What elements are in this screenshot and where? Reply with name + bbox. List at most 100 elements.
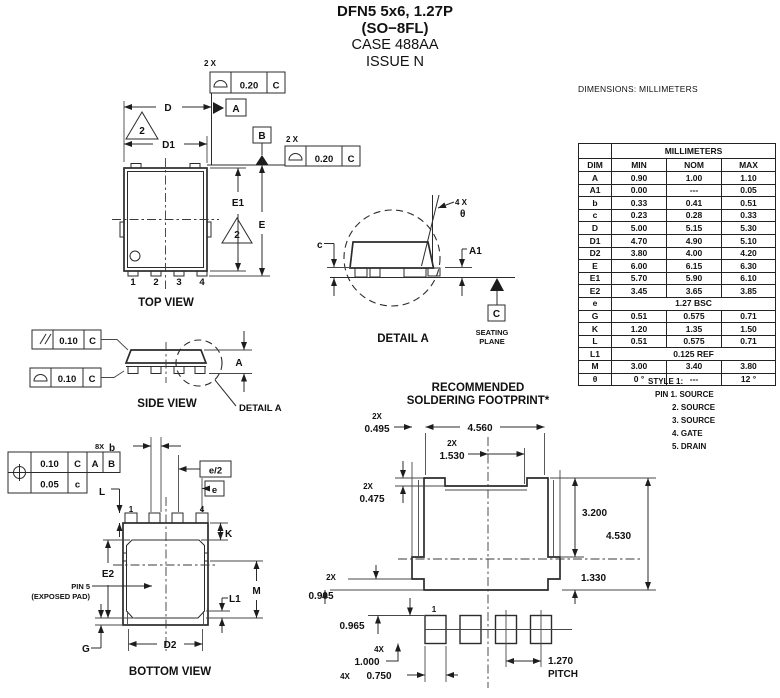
lead bbox=[403, 267, 427, 278]
soldering-footprint: RECOMMENDED SOLDERING FOOTPRINT* 4.560 2… bbox=[308, 382, 656, 688]
nom-cell: 1.35 bbox=[666, 322, 722, 336]
seating-plane-label: PLANE bbox=[479, 337, 504, 346]
max-cell: 1.10 bbox=[720, 171, 777, 185]
max-cell: 12 ° bbox=[720, 372, 777, 387]
max-cell: 0.33 bbox=[720, 208, 777, 223]
style-pin3: 3. SOURCE bbox=[672, 416, 716, 425]
footprint-pad-outline bbox=[411, 477, 561, 591]
fcf-tolerance: 0.20 bbox=[315, 154, 334, 165]
max-cell: 5.30 bbox=[720, 221, 777, 235]
datum-c-box bbox=[487, 304, 506, 322]
top-view: D A 2 X 0.20 C D1 2 2 B 2 X 0.20 C bbox=[112, 59, 361, 309]
dim-label-e: e bbox=[212, 485, 217, 496]
leader-line bbox=[101, 370, 125, 378]
nom-cell: 0.575 bbox=[666, 309, 722, 324]
fcf-datum: C bbox=[273, 81, 280, 92]
min-cell: 5.70 bbox=[611, 271, 667, 286]
dim-label-d2: D2 bbox=[164, 640, 177, 651]
lead bbox=[127, 366, 139, 374]
pin1-indicator bbox=[129, 250, 141, 262]
max-cell: 3.85 bbox=[720, 284, 777, 298]
dim-value: 1.000 bbox=[354, 657, 379, 668]
footprint-title: RECOMMENDED bbox=[432, 382, 525, 394]
max-cell: 0.71 bbox=[720, 334, 777, 349]
pin-pad bbox=[171, 512, 184, 524]
nom-cell: 1.00 bbox=[666, 171, 722, 185]
dim-cell: D1 bbox=[578, 233, 612, 248]
footprint-title: SOLDERING FOOTPRINT* bbox=[407, 395, 550, 407]
note-flag-number: 2 bbox=[139, 126, 145, 137]
profile-symbol-icon bbox=[33, 374, 48, 382]
dim-cell: b bbox=[578, 196, 612, 210]
qty-label: 2X bbox=[372, 412, 382, 421]
dimensions-note: DIMENSIONS: MILLIMETERS bbox=[578, 84, 698, 94]
fcf-datum: C bbox=[74, 459, 81, 470]
fcf-datum: c bbox=[75, 480, 80, 491]
dim-cell: A1 bbox=[578, 183, 612, 198]
nom-cell: --- bbox=[666, 372, 722, 387]
nom-cell: 5.15 bbox=[666, 221, 722, 235]
pin-pad bbox=[173, 270, 185, 277]
fcf-frame bbox=[7, 472, 88, 494]
datum-a-label: A bbox=[232, 104, 239, 115]
dim-cell: G bbox=[578, 309, 612, 324]
detail-body bbox=[349, 241, 435, 269]
min-cell: 5.00 bbox=[611, 221, 667, 235]
min-cell: 3.45 bbox=[611, 284, 667, 298]
fcf-tolerance: 0.05 bbox=[40, 480, 59, 491]
dim-cell: c bbox=[578, 208, 612, 223]
side-body bbox=[124, 349, 208, 364]
fcf-datum: C bbox=[89, 336, 96, 347]
qty-label: 4 X bbox=[455, 198, 468, 207]
dim-cell: A bbox=[578, 171, 612, 185]
fcf-datum: C bbox=[348, 154, 355, 165]
parallelism-symbol-icon bbox=[44, 333, 52, 345]
dim-label-e2: E2 bbox=[102, 569, 115, 580]
dim-label-d: D bbox=[164, 103, 171, 114]
top-tab bbox=[189, 163, 201, 169]
nom-cell: 3.40 bbox=[666, 359, 722, 374]
dim-cell: K bbox=[578, 322, 612, 336]
style-pin2: 2. SOURCE bbox=[672, 403, 716, 412]
max-cell: 4.20 bbox=[720, 246, 777, 261]
max-cell: 1.50 bbox=[720, 322, 777, 336]
dim-cell: D bbox=[578, 221, 612, 235]
detail-circle bbox=[343, 209, 441, 307]
detail-a-view: 4 X θ c A1 C SEATING PLANE DETAIL A bbox=[317, 194, 515, 346]
min-cell: 0.90 bbox=[611, 171, 667, 185]
dim-cell: E2 bbox=[578, 284, 612, 298]
min-cell: 0.51 bbox=[611, 309, 667, 324]
qty-label: 4X bbox=[374, 645, 384, 654]
col-header: NOM bbox=[666, 158, 722, 172]
style-pin4: 4. GATE bbox=[672, 429, 703, 438]
span-cell: 0.125 REF bbox=[610, 347, 777, 361]
min-cell: 0 ° bbox=[611, 372, 667, 387]
pin-number: 2 bbox=[153, 277, 158, 288]
bottom-view: 0.10 C A B 0.05 c 8X b e/2 e L 1 4 bbox=[7, 437, 263, 678]
dim-value: 0.905 bbox=[308, 591, 333, 602]
note-flag-number: 2 bbox=[234, 230, 240, 241]
dim-label-e1: E1 bbox=[232, 198, 245, 209]
package-alias: (SO−8FL) bbox=[361, 19, 429, 37]
dim-cell: E1 bbox=[578, 271, 612, 286]
qty-label: 2 X bbox=[286, 135, 299, 144]
detail-circle bbox=[175, 339, 223, 387]
nom-cell: 3.65 bbox=[666, 284, 722, 298]
view-label-bottom: BOTTOM VIEW bbox=[129, 666, 211, 678]
col-header: MIN bbox=[611, 158, 667, 172]
datum-a-box bbox=[225, 98, 247, 117]
dim-label-b: b bbox=[109, 443, 115, 454]
dim-label-a1: A1 bbox=[469, 246, 482, 257]
view-label-top: TOP VIEW bbox=[138, 297, 194, 309]
dim-cell: L bbox=[578, 334, 612, 349]
side-tab bbox=[206, 221, 212, 238]
fcf-frame bbox=[209, 71, 286, 94]
